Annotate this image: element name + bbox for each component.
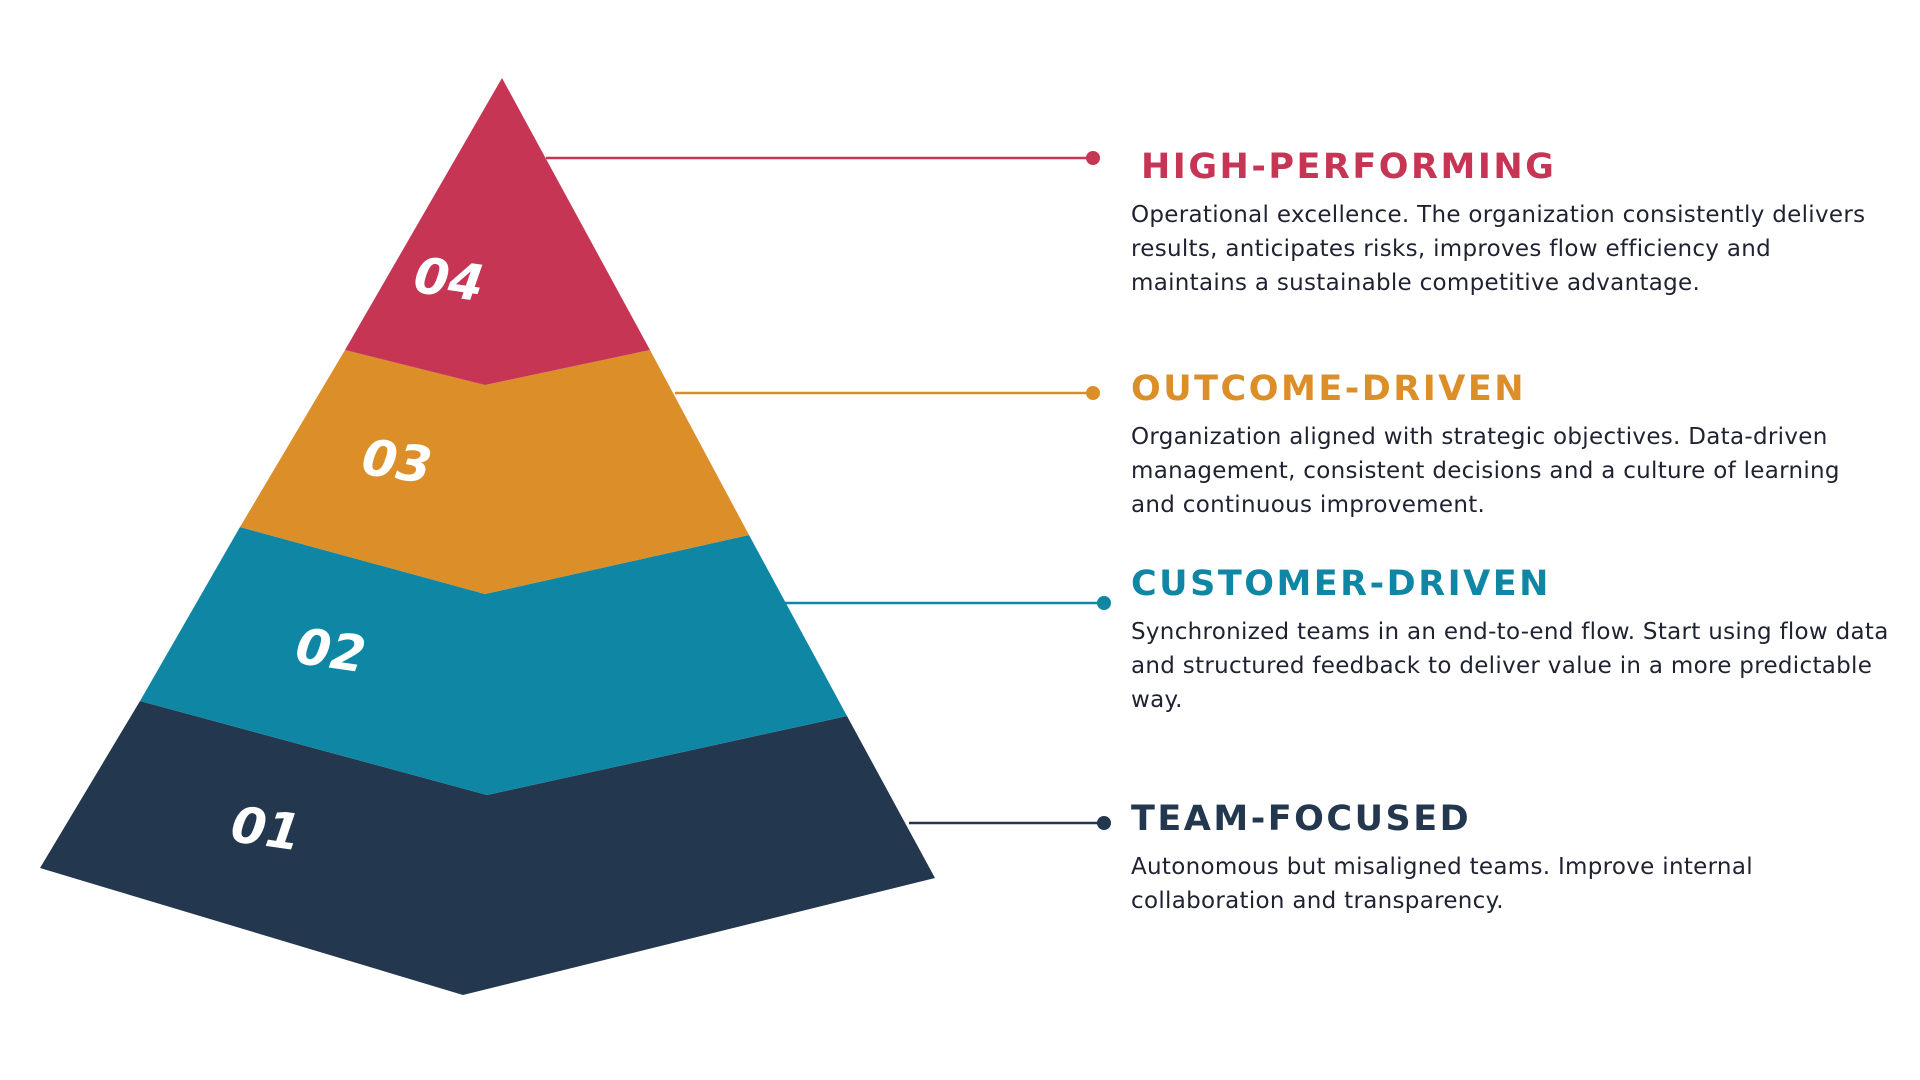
- pyramid-layer-02: [140, 527, 847, 795]
- level-block-outcome-driven: OUTCOME-DRIVEN Organization aligned with…: [1131, 368, 1891, 522]
- level-description-team-focused: Autonomous but misaligned teams. Improve…: [1131, 854, 1753, 914]
- level-title-customer-driven: CUSTOMER-DRIVEN: [1131, 564, 1551, 604]
- level-number-04: 04: [410, 246, 487, 313]
- level-block-high-performing: HIGH-PERFORMING Operational excellence. …: [1131, 146, 1891, 300]
- level-number-03: 03: [358, 428, 435, 495]
- level-number-01: 01: [228, 795, 305, 862]
- connector-dot-04: [1086, 151, 1100, 165]
- level-title-high-performing: HIGH-PERFORMING: [1141, 147, 1557, 187]
- level-description-outcome-driven: Organization aligned with strategic obje…: [1131, 424, 1840, 518]
- pyramid-layer-03: [240, 350, 749, 594]
- level-title-outcome-driven: OUTCOME-DRIVEN: [1131, 369, 1527, 409]
- connector-dot-01: [1097, 816, 1111, 830]
- level-block-customer-driven: CUSTOMER-DRIVEN Synchronized teams in an…: [1131, 563, 1891, 717]
- level-block-team-focused: TEAM-FOCUSED Autonomous but misaligned t…: [1131, 798, 1891, 918]
- level-title-team-focused: TEAM-FOCUSED: [1131, 799, 1472, 839]
- level-description-high-performing: Operational excellence. The organization…: [1131, 202, 1866, 296]
- pyramid-layer-04: [345, 78, 650, 385]
- level-description-customer-driven: Synchronized teams in an end-to-end flow…: [1131, 619, 1889, 713]
- pyramid-layer-01: [40, 701, 935, 995]
- level-number-02: 02: [292, 617, 369, 684]
- connector-dot-02: [1097, 596, 1111, 610]
- connector-dot-03: [1086, 386, 1100, 400]
